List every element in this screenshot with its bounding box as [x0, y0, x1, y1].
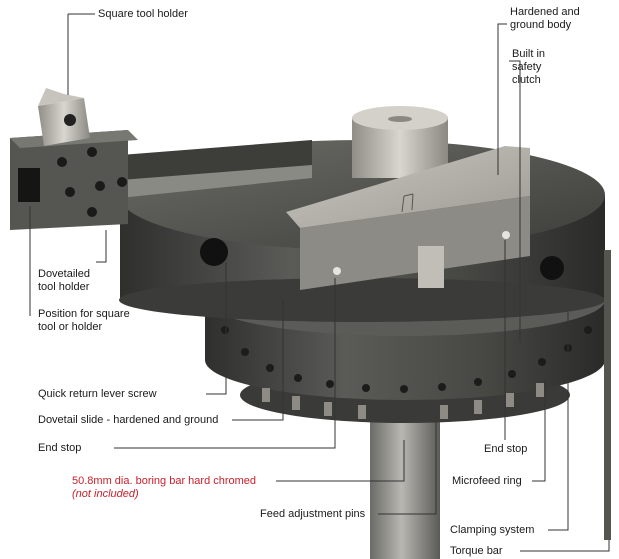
end-stop-pin-left: [333, 267, 341, 275]
label-hardened-body: Hardened and ground body: [510, 6, 580, 31]
square-tool-holder: [38, 98, 90, 146]
boring-bar-shaft: [370, 405, 440, 559]
label-end-stop-right: End stop: [484, 443, 528, 455]
feed-adjustment-pins: [262, 383, 544, 419]
safety-clutch-plate: [418, 246, 444, 288]
label-not-included: (not included): [72, 488, 139, 500]
dovetailed-tool-holder: [10, 130, 128, 230]
label-quick-return: Quick return lever screw: [38, 388, 157, 400]
label-clamping-system: Clamping system: [450, 524, 535, 536]
label-microfeed-ring: Microfeed ring: [452, 475, 522, 487]
end-stop-pin-right: [502, 231, 510, 239]
label-position-square-tool: Position for square tool or holder: [38, 308, 130, 333]
torque-bar: [604, 250, 611, 540]
label-feed-pins: Feed adjustment pins: [260, 508, 366, 520]
microfeed-holes: [221, 326, 592, 393]
label-torque-bar: Torque bar: [450, 545, 503, 557]
label-dovetail-slide: Dovetail slide - hardened and ground: [38, 414, 219, 426]
label-square-tool-holder: Square tool holder: [98, 8, 188, 20]
hardened-ground-body: [286, 146, 530, 228]
label-boring-bar: 50.8mm dia. boring bar hard chromed: [72, 475, 257, 487]
quick-return-screw-hole: [200, 238, 228, 266]
label-end-stop-left: End stop: [38, 442, 82, 454]
label-dovetailed-holder: Dovetailed tool holder: [38, 268, 90, 293]
clamping-screw-hole: [540, 256, 564, 280]
label-safety-clutch: Built in safety clutch: [512, 48, 546, 86]
leader-lines: [29, 13, 610, 552]
